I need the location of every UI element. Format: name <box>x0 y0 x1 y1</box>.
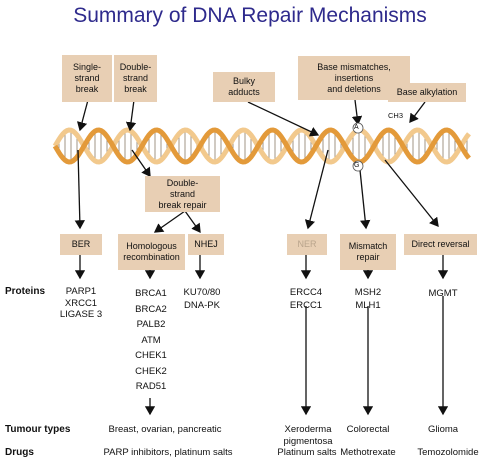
direct-reversal-tumour-types: Glioma <box>427 424 459 435</box>
direct-reversal-box: Direct reversal <box>404 234 477 255</box>
ner-proteins: ERCC4 ERCC1 <box>289 287 323 311</box>
diagram-title: Summary of DNA Repair Mechanisms <box>73 4 427 27</box>
tumour-types-row-label: Tumour types <box>5 424 71 435</box>
double-strand-break-box: Double- strand break <box>114 55 157 102</box>
homologous-recombination-box: Homologous recombination <box>118 234 185 270</box>
base-g-circle <box>352 160 364 172</box>
proteins-row-label: Proteins <box>5 286 46 297</box>
mmr-proteins: MSH2 MLH1 <box>354 287 382 311</box>
methyl-group-label: CH3 <box>388 111 404 120</box>
ner-tumour-types: Xeroderma pigmentosa <box>283 424 333 447</box>
ber-proteins: PARP1 XRCC1 LIGASE 3 <box>59 286 103 320</box>
mmr-tumour-types: Colorectal <box>346 424 390 435</box>
base-alkylation-box: Base alkylation <box>388 83 466 102</box>
base-a-circle <box>352 122 364 134</box>
direct-reversal-drugs: Temozolomide <box>417 447 479 458</box>
dna-helix <box>52 127 471 165</box>
base-a-label: A <box>354 124 359 131</box>
ner-drugs: Platinum salts <box>277 447 337 458</box>
dna-strand-front <box>52 127 471 165</box>
hr-tumour-types: Breast, ovarian, pancreatic <box>108 424 222 435</box>
hr-drugs: PARP inhibitors, platinum salts <box>103 447 233 458</box>
dsb-repair-box: Double- strand break repair <box>145 176 220 212</box>
pathway-arrows <box>74 99 449 416</box>
drugs-row-label: Drugs <box>5 447 34 458</box>
bulky-adducts-box: Bulky adducts <box>213 72 275 102</box>
direct-reversal-proteins: MGMT <box>428 288 458 299</box>
nhej-proteins: KU70/80 DNA-PK <box>183 287 221 311</box>
mmr-drugs: Methotrexate <box>340 447 396 458</box>
nhej-box: NHEJ <box>188 234 224 255</box>
hr-proteins: BRCA1 BRCA2 PALB2 ATM CHEK1 CHEK2 RAD51 <box>135 288 167 392</box>
ner-box: NER <box>287 234 327 255</box>
base-g-label: G <box>354 162 360 169</box>
ber-box: BER <box>60 234 102 255</box>
mismatch-repair-box: Mismatch repair <box>340 234 396 270</box>
dna-strand-back <box>52 127 471 165</box>
single-strand-break-box: Single- strand break <box>62 55 112 102</box>
